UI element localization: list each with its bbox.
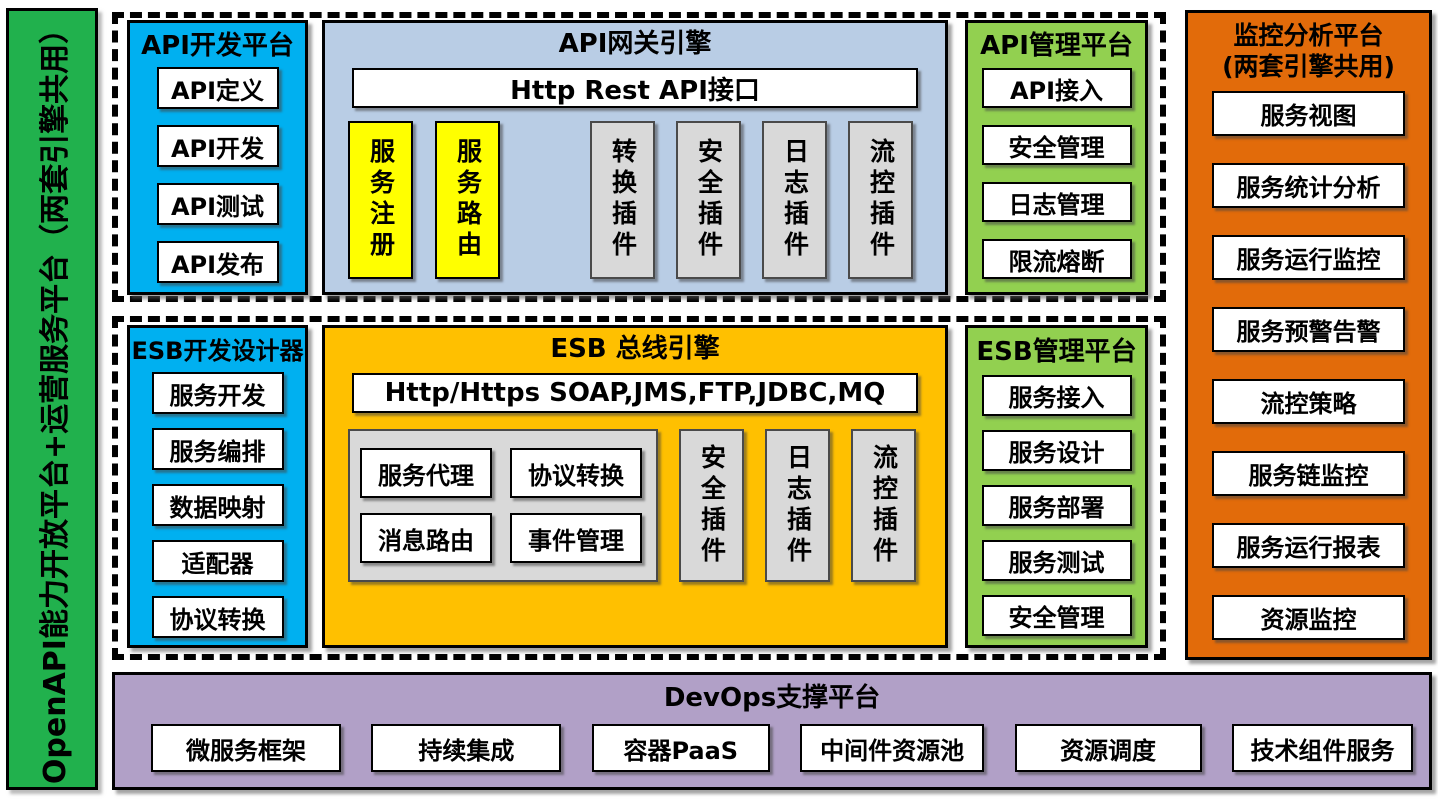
monitor-title-line1: 监控分析平台 — [1233, 21, 1384, 50]
api-dev-item: API发布 — [156, 241, 279, 283]
devops-item: 容器PaaS — [591, 724, 770, 772]
api-dev-platform-panel: API开发平台 API定义 API开发 API测试 API发布 — [127, 20, 308, 295]
esb-designer-title: ESB开发设计器 — [131, 337, 304, 365]
esb-designer-item: 适配器 — [151, 540, 284, 582]
esb-mgmt-item: 服务接入 — [981, 375, 1132, 416]
security-plugin-box: 安全插件 — [676, 121, 741, 279]
esb-core-container: 服务代理 协议转换 消息路由 事件管理 — [348, 429, 658, 582]
devops-item: 资源调度 — [1014, 724, 1202, 772]
message-route-box: 消息路由 — [360, 513, 492, 563]
service-register-box: 服务注册 — [348, 121, 413, 279]
api-mgmt-platform-panel: API管理平台 API接入 安全管理 日志管理 限流熔断 — [965, 20, 1148, 295]
api-mgmt-item-list: API接入 安全管理 日志管理 限流熔断 — [968, 68, 1145, 279]
api-mgmt-item: 日志管理 — [981, 182, 1132, 222]
monitor-item: 服务视图 — [1212, 91, 1405, 136]
api-mgmt-item: API接入 — [981, 68, 1132, 108]
api-mgmt-platform-title: API管理平台 — [980, 31, 1133, 61]
monitor-item: 流控策略 — [1212, 379, 1405, 424]
openapi-platform-bar: OpenAPI能力开放平台+运营服务平台（两套引擎共用） — [6, 8, 98, 790]
api-dev-item-list: API定义 API开发 API测试 API发布 — [130, 67, 305, 283]
devops-item: 技术组件服务 — [1231, 724, 1413, 772]
monitor-item: 服务统计分析 — [1212, 163, 1405, 208]
log-plugin-box: 日志插件 — [762, 121, 827, 279]
monitor-item: 资源监控 — [1212, 595, 1405, 640]
devops-item-row: 微服务框架 持续集成 容器PaaS 中间件资源池 资源调度 技术组件服务 — [151, 724, 1413, 772]
esb-designer-item-list: 服务开发 服务编排 数据映射 适配器 协议转换 — [130, 372, 305, 638]
devops-support-panel: DevOps支撑平台 微服务框架 持续集成 容器PaaS 中间件资源池 资源调度… — [112, 672, 1432, 790]
api-gateway-modules-row: 服务注册 服务路由 转换插件 安全插件 日志插件 流控插件 — [348, 121, 945, 279]
esb-mgmt-item: 服务测试 — [981, 540, 1132, 581]
api-dev-item: API测试 — [156, 183, 279, 225]
devops-title: DevOps支撑平台 — [663, 683, 881, 713]
openapi-platform-label: OpenAPI能力开放平台+运营服务平台（两套引擎共用） — [38, 13, 73, 785]
devops-item: 中间件资源池 — [800, 724, 985, 772]
esb-mgmt-item: 安全管理 — [981, 595, 1132, 636]
log-plugin-box: 日志插件 — [765, 429, 830, 582]
api-layer-dashed-frame — [112, 12, 1166, 302]
esb-designer-item: 协议转换 — [151, 596, 284, 638]
devops-item: 持续集成 — [371, 724, 562, 772]
esb-mgmt-platform-panel: ESB管理平台 服务接入 服务设计 服务部署 服务测试 安全管理 — [965, 325, 1148, 648]
esb-bus-engine-title: ESB 总线引擎 — [550, 334, 720, 364]
transform-plugin-box: 转换插件 — [590, 121, 655, 279]
api-gateway-engine-title: API网关引擎 — [558, 29, 712, 59]
monitor-item-list: 服务视图 服务统计分析 服务运行监控 服务预警告警 流控策略 服务链监控 服务运… — [1188, 91, 1429, 640]
esb-designer-item: 服务开发 — [151, 372, 284, 414]
esb-mgmt-item: 服务设计 — [981, 430, 1132, 471]
api-gateway-engine-panel: API网关引擎 Http Rest API接口 服务注册 服务路由 转换插件 安… — [322, 20, 948, 295]
monitor-item: 服务链监控 — [1212, 451, 1405, 496]
esb-mgmt-item: 服务部署 — [981, 485, 1132, 526]
api-dev-item: API定义 — [156, 67, 279, 109]
monitor-title-line2: (两套引擎共用) — [1222, 52, 1395, 81]
monitor-item: 服务运行报表 — [1212, 523, 1405, 568]
esb-protocol-interface-bar: Http/Https SOAP,JMS,FTP,JDBC,MQ — [352, 373, 918, 413]
service-proxy-box: 服务代理 — [360, 448, 492, 498]
protocol-convert-box: 协议转换 — [510, 448, 642, 498]
flowcontrol-plugin-box: 流控插件 — [851, 429, 916, 582]
devops-item: 微服务框架 — [151, 724, 341, 772]
esb-bus-engine-panel: ESB 总线引擎 Http/Https SOAP,JMS,FTP,JDBC,MQ… — [322, 325, 948, 648]
api-mgmt-item: 安全管理 — [981, 125, 1132, 165]
esb-layer-dashed-frame — [112, 316, 1166, 660]
esb-designer-panel: ESB开发设计器 服务开发 服务编排 数据映射 适配器 协议转换 — [127, 325, 308, 648]
api-dev-platform-title: API开发平台 — [141, 31, 294, 61]
esb-modules-row: 服务代理 协议转换 消息路由 事件管理 安全插件 日志插件 流控插件 — [348, 429, 945, 582]
api-mgmt-item: 限流熔断 — [981, 239, 1132, 279]
http-rest-api-interface-bar: Http Rest API接口 — [352, 68, 918, 108]
monitor-analysis-panel: 监控分析平台 (两套引擎共用) 服务视图 服务统计分析 服务运行监控 服务预警告… — [1185, 10, 1432, 660]
esb-designer-item: 数据映射 — [151, 484, 284, 526]
esb-mgmt-item-list: 服务接入 服务设计 服务部署 服务测试 安全管理 — [968, 375, 1145, 636]
event-mgmt-box: 事件管理 — [510, 513, 642, 563]
monitor-item: 服务预警告警 — [1212, 307, 1405, 352]
security-plugin-box: 安全插件 — [679, 429, 744, 582]
flowcontrol-plugin-box: 流控插件 — [848, 121, 913, 279]
service-route-box: 服务路由 — [435, 121, 500, 279]
esb-designer-item: 服务编排 — [151, 428, 284, 470]
esb-mgmt-platform-title: ESB管理平台 — [976, 337, 1137, 367]
monitor-item: 服务运行监控 — [1212, 235, 1405, 280]
api-dev-item: API开发 — [156, 125, 279, 167]
